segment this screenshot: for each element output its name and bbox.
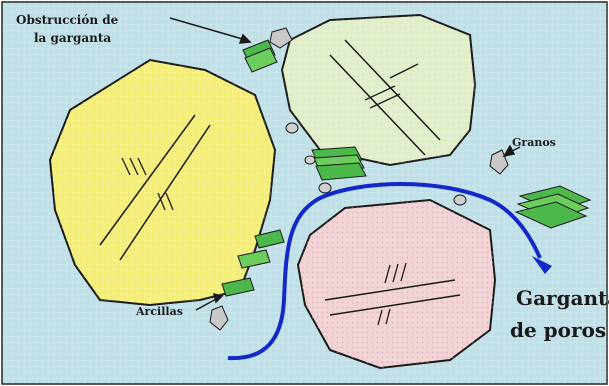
grain-pink: [298, 200, 495, 368]
label-garganta-small: la garganta: [34, 31, 111, 45]
label-arcillas: Arcillas: [136, 305, 183, 318]
label-granos: Granos: [512, 136, 556, 149]
label-obstruccion: Obstrucción de: [16, 13, 118, 27]
clay-stack-center: [312, 147, 366, 180]
label-garganta: Garganta: [516, 286, 609, 310]
label-de-poros: de poros: [510, 318, 606, 342]
